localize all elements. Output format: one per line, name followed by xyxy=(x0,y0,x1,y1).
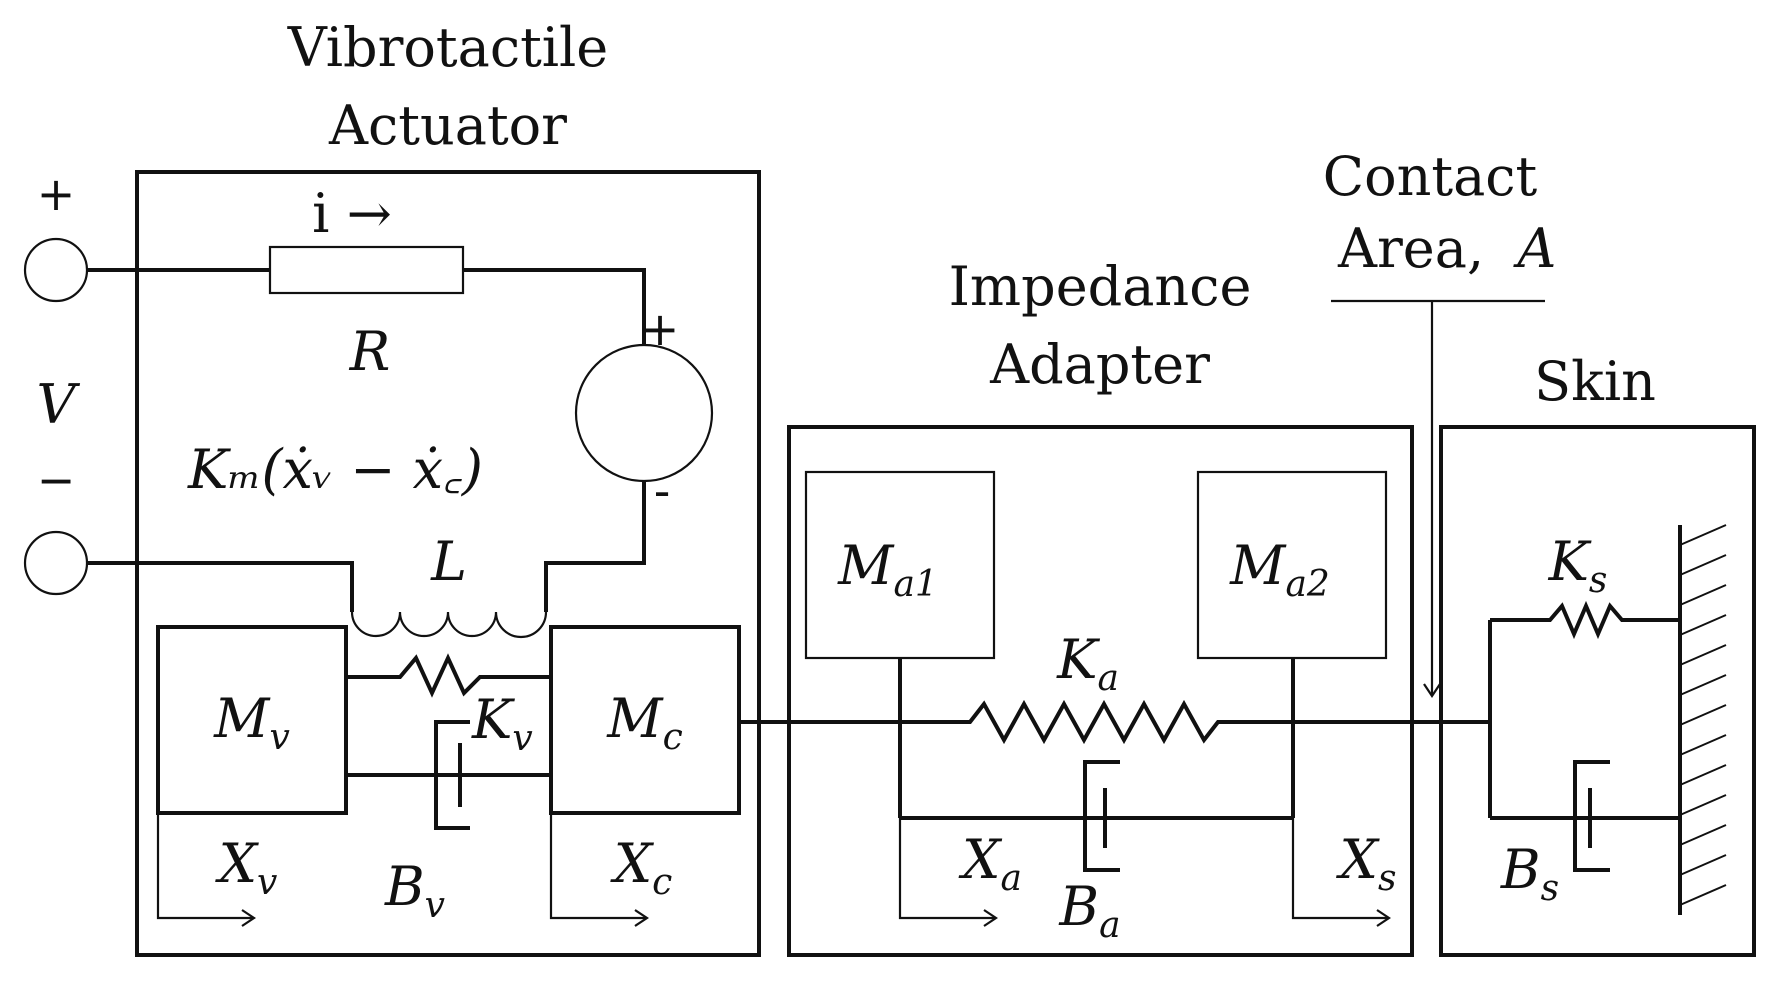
voltage-minus-sign: − xyxy=(37,453,76,507)
positive-terminal-icon xyxy=(23,237,89,303)
contact-area-arrowhead-icon xyxy=(1423,683,1441,698)
damper-bv-label: Bv xyxy=(384,855,445,926)
back-emf-label: Kₘ(ẋᵥ − ẋ꜀) xyxy=(187,438,483,501)
voltage-symbol: V xyxy=(37,373,81,436)
xs-label: Xs xyxy=(1336,828,1397,899)
contact-header-line1: Contact xyxy=(1323,145,1538,208)
mass-ma1-label: Ma1 xyxy=(837,534,938,605)
resistor-icon xyxy=(268,245,465,295)
ground-hatching-icon xyxy=(1679,524,1727,906)
adapter-header-line2: Adapter xyxy=(989,333,1210,396)
actuator-header-line2: Actuator xyxy=(328,94,567,157)
resistor-label: R xyxy=(349,320,391,383)
actuator-header-line1: Vibrotactile xyxy=(287,16,609,79)
voltage-plus-sign: + xyxy=(37,167,76,221)
damper-ba-cylinder xyxy=(1083,760,1120,872)
adapter-box xyxy=(787,425,1414,957)
xc-arrow-icon xyxy=(549,813,647,920)
xa-label: Xa xyxy=(958,828,1022,899)
negative-terminal-icon xyxy=(23,530,89,596)
xc-arrowhead-icon xyxy=(634,909,649,927)
xc-label: Xc xyxy=(610,832,673,903)
contact-area-symbol: A xyxy=(1512,217,1556,280)
damper-bs-label: Bs xyxy=(1500,838,1559,909)
xv-label: Xv xyxy=(215,832,278,903)
inductor-coil-icon xyxy=(350,611,548,639)
mass-ma2-label: Ma2 xyxy=(1229,534,1330,605)
spring-kv-label: Kv xyxy=(471,688,533,759)
spring-ks-icon xyxy=(1490,600,1680,640)
mass-mc-label: Mc xyxy=(606,687,682,758)
contact-header-line2: Area, A xyxy=(1337,217,1556,280)
xa-arrowhead-icon xyxy=(983,909,998,927)
back-emf-source-icon xyxy=(574,343,714,483)
inductor-label: L xyxy=(430,530,467,593)
spring-ka-label: Ka xyxy=(1056,628,1119,699)
damper-bv-cylinder xyxy=(434,720,470,830)
xv-arrowhead-icon xyxy=(241,909,256,927)
xv-arrow-icon xyxy=(156,813,254,920)
mass-mv-box xyxy=(156,625,348,815)
mass-mv-label: Mv xyxy=(213,687,290,758)
top-wire-right xyxy=(463,268,646,345)
xa-arrow-icon xyxy=(898,818,996,920)
source-minus-sign: - xyxy=(654,464,671,518)
skin-header: Skin xyxy=(1534,350,1656,413)
spring-kv-icon xyxy=(346,653,551,698)
contact-header-area: Area, xyxy=(1337,217,1484,280)
xs-arrowhead-icon xyxy=(1376,909,1391,927)
bottom-wire-left xyxy=(87,561,354,612)
damper-ba-label: Ba xyxy=(1058,875,1120,946)
bottom-wire-right xyxy=(544,481,646,612)
skin-box xyxy=(1439,425,1756,957)
spring-ks-label: Ks xyxy=(1548,530,1608,601)
spring-ka-icon xyxy=(956,699,1232,745)
damper-bs-cylinder xyxy=(1573,760,1610,872)
adapter-header-line1: Impedance xyxy=(949,255,1252,318)
source-plus-sign: + xyxy=(641,302,680,356)
current-label: i → xyxy=(312,182,392,245)
xs-arrow-icon xyxy=(1291,818,1389,920)
